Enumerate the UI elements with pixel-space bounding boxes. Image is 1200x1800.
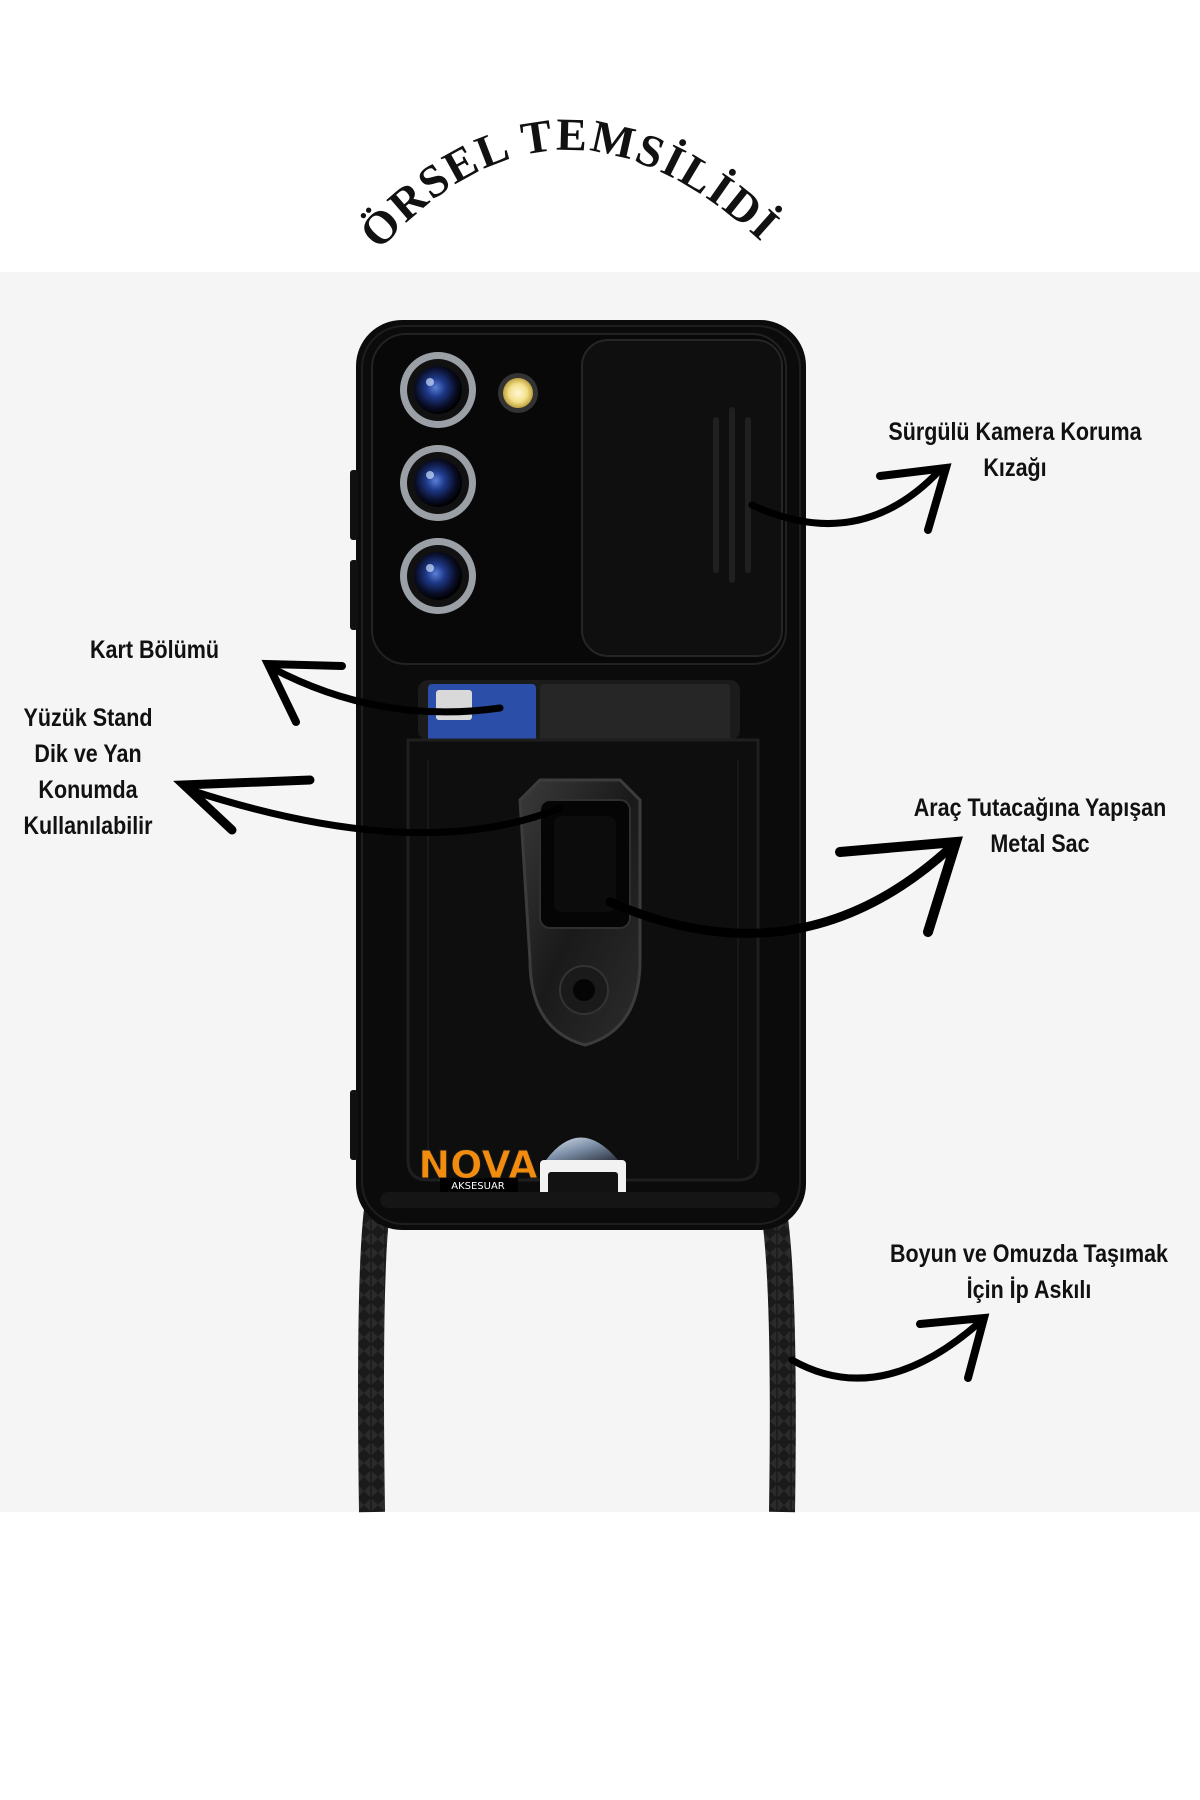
label-line: İçin İp Askılı [966, 1276, 1092, 1304]
label-ring-stand: Yüzük Stand Dik ve Yan Konumda Kullanıla… [12, 700, 163, 844]
arrow-icon [605, 836, 963, 938]
lanyard-connector [380, 1137, 780, 1208]
label-line: Sürgülü Kamera Koruma [888, 418, 1142, 446]
label-car-mount: Araç Tutacağına Yapışan Metal Sac [902, 790, 1177, 862]
label-line: Dik ve Yan [34, 740, 142, 768]
arrow-icon [173, 775, 564, 837]
label-lanyard: Boyun ve Omuzda Taşımak İçin İp Askılı [885, 1236, 1172, 1308]
label-line: Metal Sac [990, 830, 1090, 858]
lower-blank-area [0, 1512, 1200, 1800]
label-line: Boyun ve Omuzda Taşımak [890, 1240, 1168, 1268]
flash-icon [498, 373, 538, 413]
camera-lens [400, 538, 476, 614]
label-line: Konumda [38, 776, 138, 804]
camera-lens [400, 445, 476, 521]
label-card-slot: Kart Bölümü [90, 632, 279, 668]
lanyard-cord [358, 1188, 796, 1513]
camera-lens [400, 352, 476, 428]
ring-stand [518, 778, 642, 1047]
arrow-icon [748, 463, 952, 534]
arched-title: GÖRSEL TEMSİLİDİR. [0, 0, 790, 258]
label-line: Kızağı [983, 454, 1047, 482]
label-line: Araç Tutacağına Yapışan [913, 794, 1167, 822]
label-line: Yüzük Stand [23, 704, 153, 732]
arrow-icon [788, 1313, 990, 1382]
camera-slider-cover [581, 339, 783, 657]
brand-logo-subtext: AKSESUAR [451, 1181, 505, 1192]
arched-title-text: GÖRSEL TEMSİLİDİR. [0, 0, 788, 258]
brand-logo: NOVA AKSESUAR [418, 1143, 539, 1192]
label-line: Kart Bölümü [90, 636, 219, 664]
arrow-icon [261, 659, 504, 726]
label-camera-slider: Sürgülü Kamera Koruma Kızağı [877, 414, 1152, 486]
label-line: Kullanılabilir [23, 812, 153, 840]
